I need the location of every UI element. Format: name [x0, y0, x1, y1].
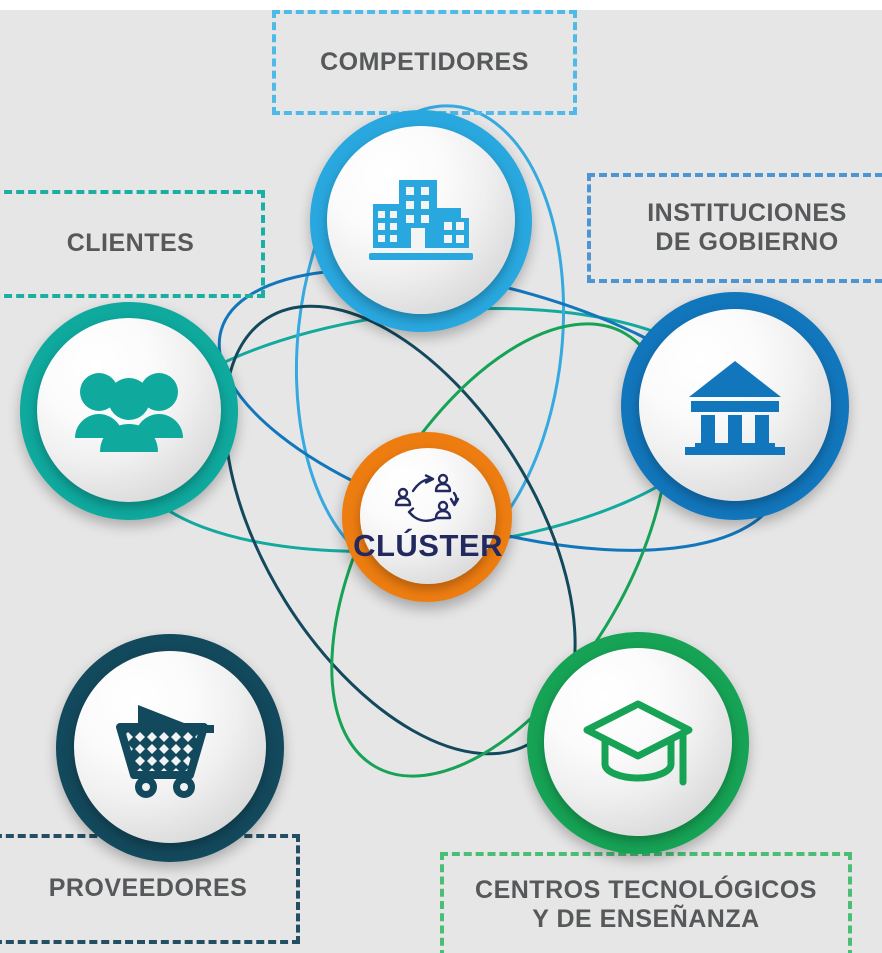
people-network-icon — [394, 473, 460, 522]
node-proveedores-inner — [74, 651, 266, 843]
people-group-icon — [75, 373, 183, 452]
label-competidores-text: COMPETIDORES — [320, 47, 529, 76]
node-clientes-inner — [37, 318, 221, 502]
cluster-label: CLÚSTER — [353, 527, 503, 563]
node-centros-tecnologicos[interactable] — [527, 632, 749, 854]
graduation-cap-icon — [583, 700, 693, 786]
node-clientes[interactable] — [20, 302, 238, 520]
node-instituciones-de-gobierno[interactable] — [621, 292, 849, 520]
label-box-competidores: COMPETIDORES — [272, 10, 577, 115]
node-centros-inner — [544, 648, 732, 836]
diagram-background: COMPETIDORES INSTITUCIONES DE GOBIERNO C… — [0, 10, 882, 953]
label-box-clientes: CLIENTES — [0, 190, 265, 298]
government-building-icon — [685, 361, 785, 455]
label-box-instituciones: INSTITUCIONES DE GOBIERNO — [587, 173, 882, 283]
label-proveedores-text: PROVEEDORES — [48, 874, 248, 903]
label-centros-text: CENTROS TECNOLÓGICOS Y DE ENSEÑANZA — [475, 875, 817, 934]
label-box-centros: CENTROS TECNOLÓGICOS Y DE ENSEÑANZA — [440, 852, 852, 953]
node-competidores-inner — [327, 126, 515, 314]
label-instituciones-text: INSTITUCIONES DE GOBIERNO — [647, 198, 847, 257]
label-clientes-text: CLIENTES — [66, 229, 195, 258]
node-cluster[interactable]: CLÚSTER — [342, 432, 512, 602]
node-cluster-inner: CLÚSTER — [353, 448, 502, 584]
shopping-cart-icon — [116, 705, 214, 798]
node-proveedores[interactable] — [56, 634, 284, 862]
office-buildings-icon — [369, 180, 473, 260]
node-competidores[interactable] — [310, 110, 532, 332]
node-instituciones-inner — [639, 309, 831, 501]
